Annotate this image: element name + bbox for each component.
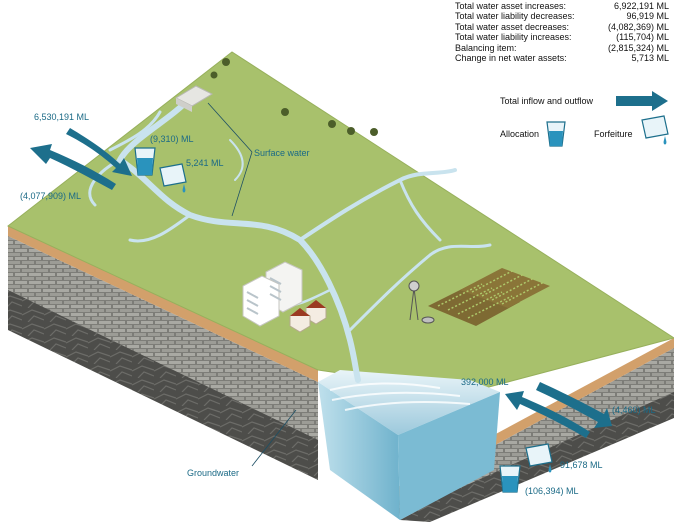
- surface-allocation-value: (9,310) ML: [150, 134, 194, 144]
- soil-layer-left: [8, 226, 318, 382]
- ground-inflow-value: 392,000 ML: [461, 377, 509, 387]
- summary-row: Change in net water assets: 5,713 ML: [455, 53, 669, 63]
- summary-label: Change in net water assets:: [455, 53, 567, 64]
- legend-allocation-label: Allocation: [500, 129, 540, 139]
- water-summary-table: Total water asset increases: 6,922,191 ML…: [455, 1, 669, 63]
- legend-flow-label: Total inflow and outflow: [500, 96, 594, 106]
- allocation-glass-icon: [546, 121, 566, 147]
- lake-front-face: [318, 382, 400, 520]
- groundwater-label: Groundwater: [187, 468, 240, 478]
- ground-allocation-glass-icon: [499, 465, 521, 493]
- surface-forfeiture-glass-icon: [159, 163, 187, 193]
- ground-flow-arrows: [505, 382, 612, 438]
- ground-inflow-arrow: [505, 391, 590, 438]
- ground-outflow-arrow: [536, 382, 612, 428]
- ground-forfeiture-value: 91,678 ML: [560, 460, 603, 470]
- forfeiture-glass-icon: [641, 115, 669, 145]
- flow-arrow-icon: [616, 91, 668, 111]
- summary-value: (2,815,324) ML: [607, 42, 669, 53]
- trees: [210, 58, 378, 136]
- summary-label: Total water asset decreases:: [455, 21, 570, 32]
- farm-fields: [428, 268, 550, 326]
- houses: [289, 300, 327, 333]
- surface-forfeiture-value: 5,241 ML: [186, 158, 224, 168]
- summary-row: Total water asset decreases: (4,082,369) …: [455, 22, 669, 32]
- aquifer-layer-left: [8, 236, 318, 440]
- summary-row: Total water liability increases: (115,704…: [455, 32, 669, 42]
- dam: [174, 85, 214, 112]
- surface-water-label: Surface water: [254, 148, 310, 158]
- summary-row: Balancing item: (2,815,324) ML: [455, 43, 669, 53]
- surface-allocation-glass-icon: [134, 147, 156, 176]
- summary-row: Total water liability decreases: 96,919 M…: [455, 11, 669, 21]
- summary-value: 96,919 ML: [626, 11, 669, 22]
- city-buildings: [242, 261, 303, 327]
- terrain-block: [7, 51, 674, 522]
- legend-forfeiture-label: Forfeiture: [594, 129, 633, 139]
- ground-outflow-value: (4,460) ML: [612, 405, 656, 415]
- surface-outflow-value: (4,077,909) ML: [20, 191, 82, 201]
- ground-allocation-value: (106,394) ML: [525, 486, 579, 496]
- surface-outflow-arrow: [30, 144, 116, 190]
- summary-value: 6,922,191 ML: [613, 1, 669, 11]
- summary-value: (4,082,369) ML: [607, 21, 669, 32]
- summary-label: Total water liability increases:: [455, 32, 572, 43]
- summary-label: Balancing item:: [455, 42, 517, 53]
- summary-value: 5,713 ML: [631, 53, 669, 64]
- lake-side-face: [398, 392, 500, 520]
- ground-forfeiture-glass-icon: [525, 443, 553, 473]
- windmill: [408, 280, 435, 324]
- leader-lines: [207, 102, 297, 467]
- surface-inflow-value: 6,530,191 ML: [34, 112, 90, 122]
- summary-row: Total water asset increases: 6,922,191 ML: [455, 1, 669, 11]
- summary-value: (115,704) ML: [616, 32, 669, 43]
- summary-label: Total water asset increases:: [455, 1, 567, 11]
- summary-label: Total water liability decreases:: [455, 11, 575, 22]
- surface-flow-arrows: [30, 128, 132, 190]
- surface-inflow-arrow: [66, 128, 132, 176]
- river-network: [88, 95, 492, 383]
